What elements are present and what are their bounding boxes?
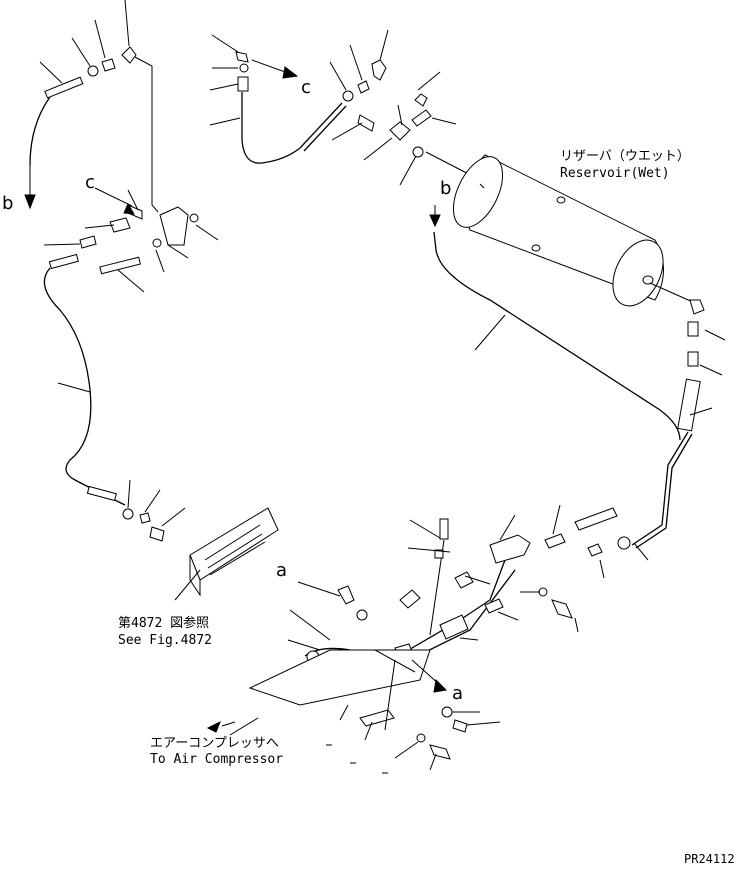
compressor-label-jp: エアーコンプレッサへ bbox=[150, 736, 279, 751]
right-side-hose bbox=[617, 282, 726, 561]
fig-ref-label-jp: 第4872 図参照 bbox=[118, 616, 210, 631]
marker-c-top: c bbox=[301, 77, 311, 98]
reservoir-label-jp: リザーバ（ウエット） bbox=[560, 149, 690, 164]
left-long-hose bbox=[43, 253, 186, 542]
marker-b-right: b bbox=[440, 178, 452, 199]
b-long-hose bbox=[429, 205, 681, 441]
center-fittings bbox=[331, 71, 485, 186]
referenced-valve-block bbox=[174, 507, 279, 601]
top-middle-hose-assembly bbox=[209, 29, 389, 164]
marker-a-top: a bbox=[276, 560, 288, 581]
top-left-hose-assembly bbox=[24, 0, 159, 213]
reservoir-label-en: Reservoir(Wet) bbox=[560, 166, 670, 181]
marker-a-bottom: a bbox=[452, 683, 464, 704]
marker-c-left: c bbox=[85, 172, 95, 193]
reservoir-tank bbox=[452, 154, 664, 307]
left-valve-assembly bbox=[43, 187, 219, 293]
compressor-label-en: To Air Compressor bbox=[150, 752, 284, 767]
marker-b-left: b bbox=[2, 193, 14, 214]
bottom-pipe-assembly bbox=[206, 504, 618, 774]
fig-ref-label-en: See Fig.4872 bbox=[118, 633, 212, 648]
drawing-code: PR24112 bbox=[684, 852, 735, 866]
